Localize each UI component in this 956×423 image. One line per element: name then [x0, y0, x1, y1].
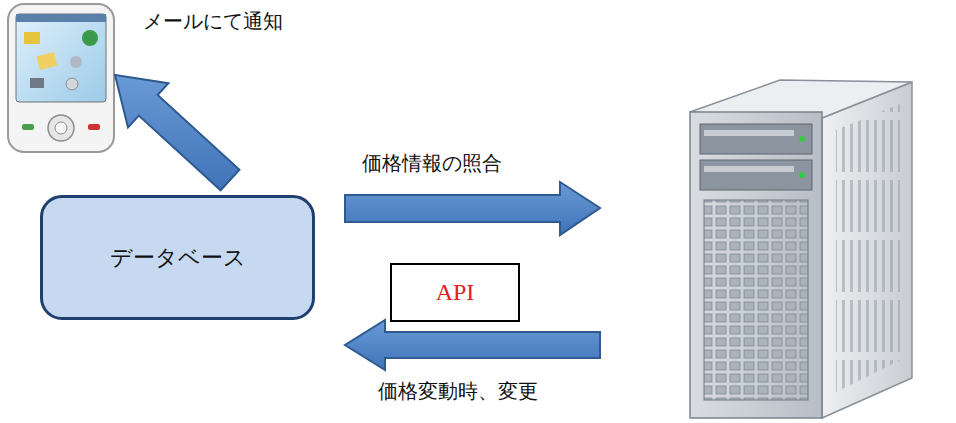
notify-arrow: [115, 75, 239, 190]
query-arrow: [345, 182, 600, 235]
node-text: データベース: [110, 243, 246, 273]
server-icon: [690, 80, 912, 418]
api-box: API: [390, 263, 520, 322]
query-label: 価格情報の照合: [362, 150, 502, 176]
node-text: API: [436, 279, 475, 306]
smartphone-icon: [8, 4, 114, 152]
update-arrow: [345, 320, 600, 370]
notify-label: メールにて通知: [143, 8, 283, 34]
update-label: 価格変動時、変更: [378, 378, 538, 404]
database-box: データベース: [40, 195, 315, 320]
